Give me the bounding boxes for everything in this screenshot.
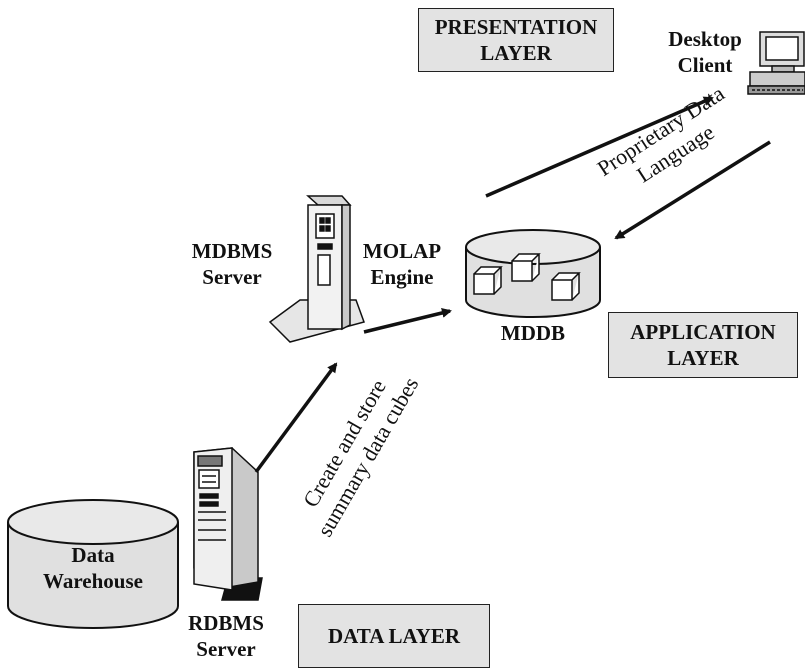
data-warehouse-label: Data Warehouse <box>28 542 158 594</box>
data-warehouse-label-line2: Warehouse <box>43 569 143 593</box>
data-warehouse-label-line1: Data <box>71 543 115 567</box>
arrow-client-to-mddb <box>614 140 771 240</box>
data-warehouse-cylinder-icon <box>7 499 179 629</box>
arrow-rdbms-to-mdbms <box>254 362 338 474</box>
rdbms-server-icon <box>193 447 263 601</box>
presentation-layer-box: PRESENTATION LAYER <box>418 8 614 72</box>
presentation-layer-label-line1: PRESENTATION <box>434 15 598 39</box>
data-layer-box: DATA LAYER <box>298 604 490 668</box>
molap-engine-label-line1: MOLAP <box>362 239 442 263</box>
application-layer-box: APPLICATION LAYER <box>608 312 798 378</box>
mdbms-server-label-line2: Server <box>202 265 262 289</box>
cube-icons <box>473 253 581 301</box>
mdbms-server-icon <box>268 195 365 343</box>
mdbms-server-label-line1: MDBMS <box>191 239 273 263</box>
molap-engine-label: MOLAP Engine <box>350 238 454 290</box>
application-layer-label-line1: APPLICATION <box>630 320 776 344</box>
data-layer-label: DATA LAYER <box>327 624 461 648</box>
mdbms-server-label: MDBMS Server <box>182 238 282 290</box>
molap-engine-label-line2: Engine <box>370 265 434 289</box>
arrow-mddb-to-client <box>485 96 714 198</box>
desktop-client-label-line2: Client <box>677 53 733 77</box>
rdbms-server-label-line1: RDBMS <box>188 611 264 635</box>
desktop-client-label: Desktop Client <box>650 26 760 78</box>
rdbms-server-label-line2: Server <box>196 637 256 661</box>
application-layer-label-line2: LAYER <box>667 346 739 370</box>
desktop-client-label-line1: Desktop <box>668 27 742 51</box>
presentation-layer-label-line2: LAYER <box>480 41 552 65</box>
rdbms-server-label: RDBMS Server <box>176 610 276 662</box>
arrow-mdbms-to-mddb <box>363 308 452 334</box>
desktop-computer-icon <box>747 31 805 95</box>
mddb-label: MDDB <box>500 321 566 345</box>
